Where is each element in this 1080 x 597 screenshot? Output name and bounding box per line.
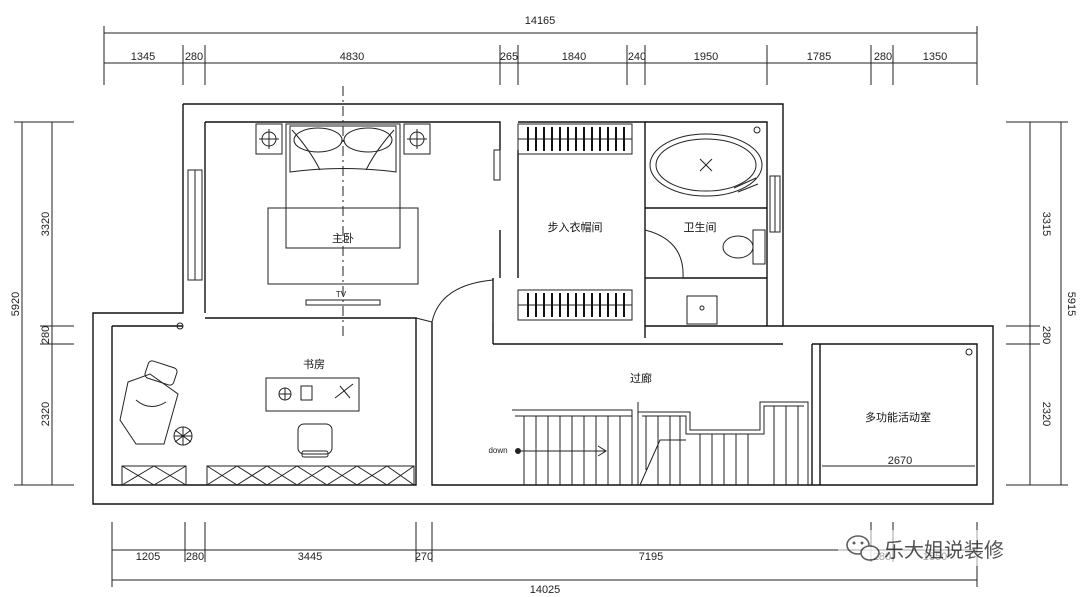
wardrobe-top [517, 123, 633, 155]
left-dim-1: 3320 [40, 212, 52, 236]
interior-dim: 2670 [888, 455, 912, 467]
top-dim-4: 265 [500, 51, 518, 63]
doors [415, 229, 684, 323]
wechat-icon [846, 535, 880, 561]
top-dim-9: 280 [874, 51, 892, 63]
armchair-icon [119, 360, 179, 445]
right-total-dim: 5915 [1065, 292, 1077, 316]
top-total-dim: 14165 [525, 15, 556, 27]
room-label-corridor: 过廊 [630, 371, 652, 385]
bottom-dim-4: 270 [415, 551, 433, 563]
staircase [512, 401, 809, 486]
right-dim-2: 280 [1040, 326, 1052, 344]
top-dim-10: 1350 [923, 51, 947, 63]
right-dim-1: 3315 [1040, 212, 1052, 236]
bedside-lamp-icon [255, 123, 283, 155]
top-dimension-chain: 14165 1345 280 4830 265 1840 240 1950 17… [103, 15, 978, 85]
bottom-dim-1: 1205 [136, 551, 160, 563]
room-label-bathroom: 卫生间 [684, 220, 717, 234]
wardrobe-bottom [517, 289, 633, 321]
watermark: 乐大姐说装修 [838, 530, 1054, 566]
right-dim-3: 2320 [1040, 402, 1052, 426]
top-dim-3: 4830 [340, 51, 364, 63]
room-label-master-bedroom: 主卧 [332, 232, 354, 245]
top-dim-1: 1345 [131, 51, 155, 63]
top-dim-8: 1785 [807, 51, 831, 63]
room-label-walk-in-closet: 步入衣帽间 [548, 220, 603, 234]
left-total-dim: 5920 [10, 292, 22, 316]
right-dimension-chain: 3315 280 2320 5915 [1006, 121, 1077, 486]
left-dimension-chain: 5920 3320 280 2320 [10, 121, 74, 486]
bookshelf [121, 465, 415, 486]
toilet-icon [722, 229, 766, 265]
windows [187, 149, 781, 281]
bottom-dim-2: 280 [186, 551, 204, 563]
stairs-down-label: down [488, 446, 507, 455]
walls [92, 103, 994, 505]
tv-label: TV [336, 290, 347, 299]
bottom-total-dim: 14025 [530, 584, 561, 596]
top-dim-5: 1840 [562, 51, 586, 63]
left-dim-2: 280 [40, 326, 52, 344]
top-dim-2: 280 [185, 51, 203, 63]
bottom-dim-3: 3445 [298, 551, 322, 563]
bedside-lamp-icon [403, 123, 431, 155]
plant-icon [173, 426, 193, 446]
top-dim-7: 1950 [694, 51, 718, 63]
top-dim-6: 240 [628, 51, 646, 63]
room-label-study: 书房 [303, 358, 325, 371]
tv-cabinet [305, 299, 381, 306]
desk-chair-icon [297, 423, 333, 458]
study-desk [265, 377, 360, 412]
left-dim-3: 2320 [40, 402, 52, 426]
bottom-dim-5: 7195 [639, 551, 663, 563]
room-label-multi-function: 多功能活动室 [865, 410, 931, 424]
watermark-text: 乐大姐说装修 [884, 538, 1004, 562]
sink-icon [686, 295, 718, 325]
bathtub-icon [649, 126, 763, 197]
